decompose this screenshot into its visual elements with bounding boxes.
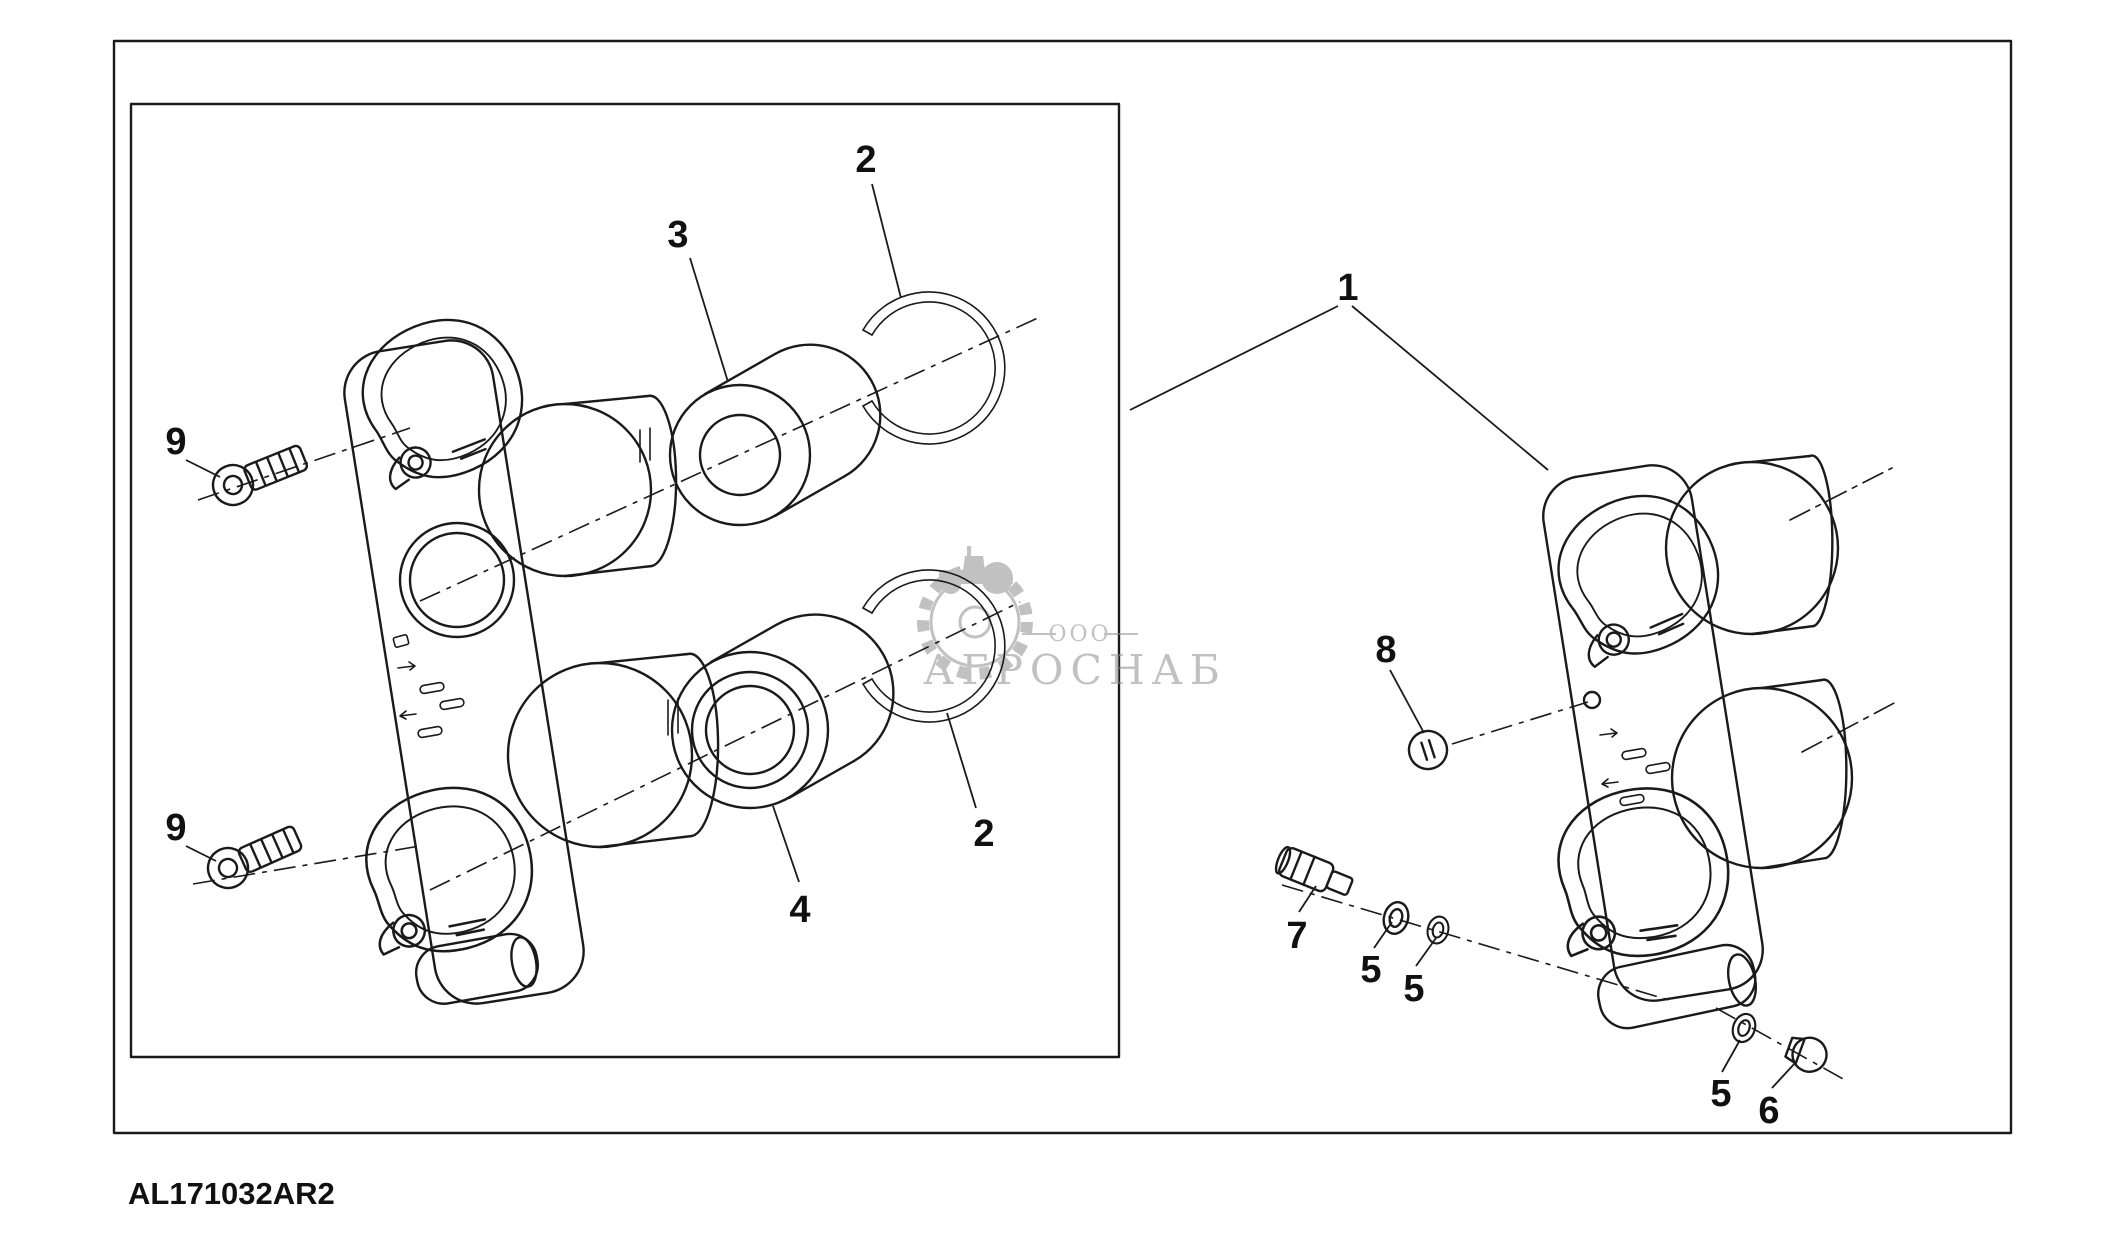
plug-6-drawing <box>1784 1036 1828 1073</box>
arrow-right-icon <box>397 661 416 671</box>
plug-8-drawing <box>1407 729 1449 771</box>
left-assembly-exploded <box>331 293 720 1005</box>
detail-box <box>129 102 1121 1059</box>
coupler-cylinder-top <box>477 394 678 578</box>
callout-2-top: 2 <box>855 139 876 181</box>
mounting-plate <box>343 339 585 1005</box>
snap-ring-bottom-drawing <box>862 569 1006 723</box>
washer-5b-drawing <box>1423 913 1453 947</box>
screw-bottom-drawing <box>200 817 307 896</box>
callout-9-bottom: 9 <box>165 807 186 849</box>
open-port-bore <box>408 531 506 629</box>
centerline-fitting <box>1281 884 1673 1002</box>
dust-cap-top-right <box>1526 468 1745 684</box>
callout-9-top: 9 <box>165 421 186 463</box>
arrow-right-icon <box>1599 728 1618 738</box>
outer-border <box>112 39 2013 1135</box>
callout-5-a: 5 <box>1360 949 1381 991</box>
bushing-3-drawing <box>668 343 882 527</box>
callout-3: 3 <box>667 214 688 256</box>
watermark: ООО АГРОСНАБ <box>917 546 1227 694</box>
callout-5-b: 5 <box>1403 968 1424 1010</box>
washer-5c-drawing <box>1727 1009 1761 1047</box>
dust-cap-top <box>331 293 549 506</box>
arrow-left-icon <box>399 710 417 720</box>
mounting-plate-right <box>1542 464 1764 1002</box>
bottom-tube-right <box>1597 943 1758 1030</box>
screw-top-drawing <box>205 436 313 513</box>
fitting-7-drawing <box>1274 845 1354 896</box>
callout-5-c: 5 <box>1710 1073 1731 1115</box>
callout-7: 7 <box>1286 915 1307 957</box>
tractor-icon <box>939 546 1013 594</box>
coupler-cylinder-bottom <box>506 652 720 849</box>
centerline-plug-8 <box>1451 701 1589 745</box>
centerlines-left <box>192 316 1041 891</box>
coupler-cylinder-top-right <box>1664 454 1840 636</box>
dust-cap-bottom-right <box>1532 769 1747 976</box>
watermark-org-name: АГРОСНАБ <box>923 646 1227 694</box>
plug-port-hole <box>1582 690 1602 710</box>
right-assembly <box>1526 454 1897 1030</box>
plate-markings-right <box>1599 728 1671 807</box>
callout-2-bottom: 2 <box>973 813 994 855</box>
coupler-cylinder-bottom-right <box>1670 678 1854 870</box>
snap-ring-top-drawing <box>862 291 1006 445</box>
leader-lines <box>185 183 1797 1089</box>
callout-4: 4 <box>789 889 810 931</box>
callout-6: 6 <box>1758 1090 1779 1132</box>
centerline-tube-plug <box>1715 1007 1846 1081</box>
callout-8: 8 <box>1375 629 1396 671</box>
bottom-tube <box>414 932 540 1005</box>
dust-cap-bottom <box>339 767 553 974</box>
watermark-org-type: ООО <box>1048 622 1111 647</box>
open-port <box>398 521 516 639</box>
callout-1: 1 <box>1337 267 1358 309</box>
plate-markings <box>392 634 465 739</box>
bushing-4-drawing <box>670 613 895 810</box>
arrow-left-icon <box>1601 778 1619 788</box>
drawing-code: AL171032AR2 <box>128 1176 335 1211</box>
